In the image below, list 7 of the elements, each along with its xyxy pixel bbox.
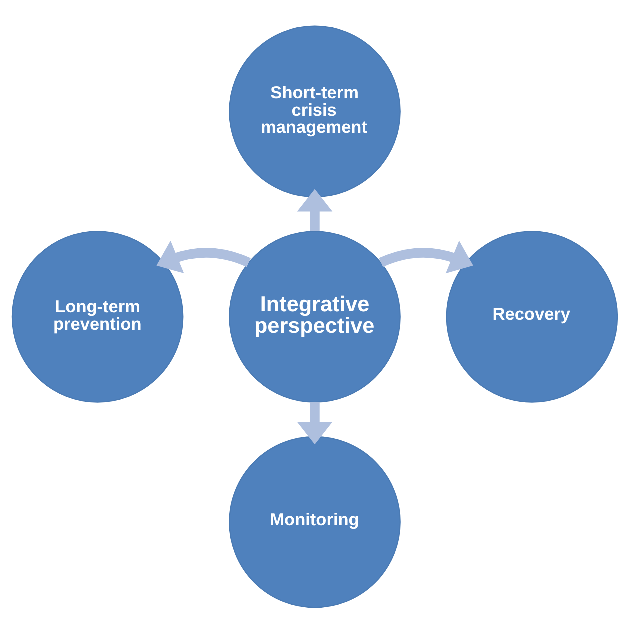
arrow bbox=[156, 240, 251, 274]
node-circle: Integrative perspective bbox=[229, 230, 401, 402]
node-circle: Monitoring bbox=[229, 436, 401, 608]
arrow bbox=[297, 188, 333, 231]
arrow bbox=[379, 240, 474, 274]
arrow bbox=[297, 402, 333, 444]
node-circle: Short-term crisis management bbox=[229, 25, 401, 198]
